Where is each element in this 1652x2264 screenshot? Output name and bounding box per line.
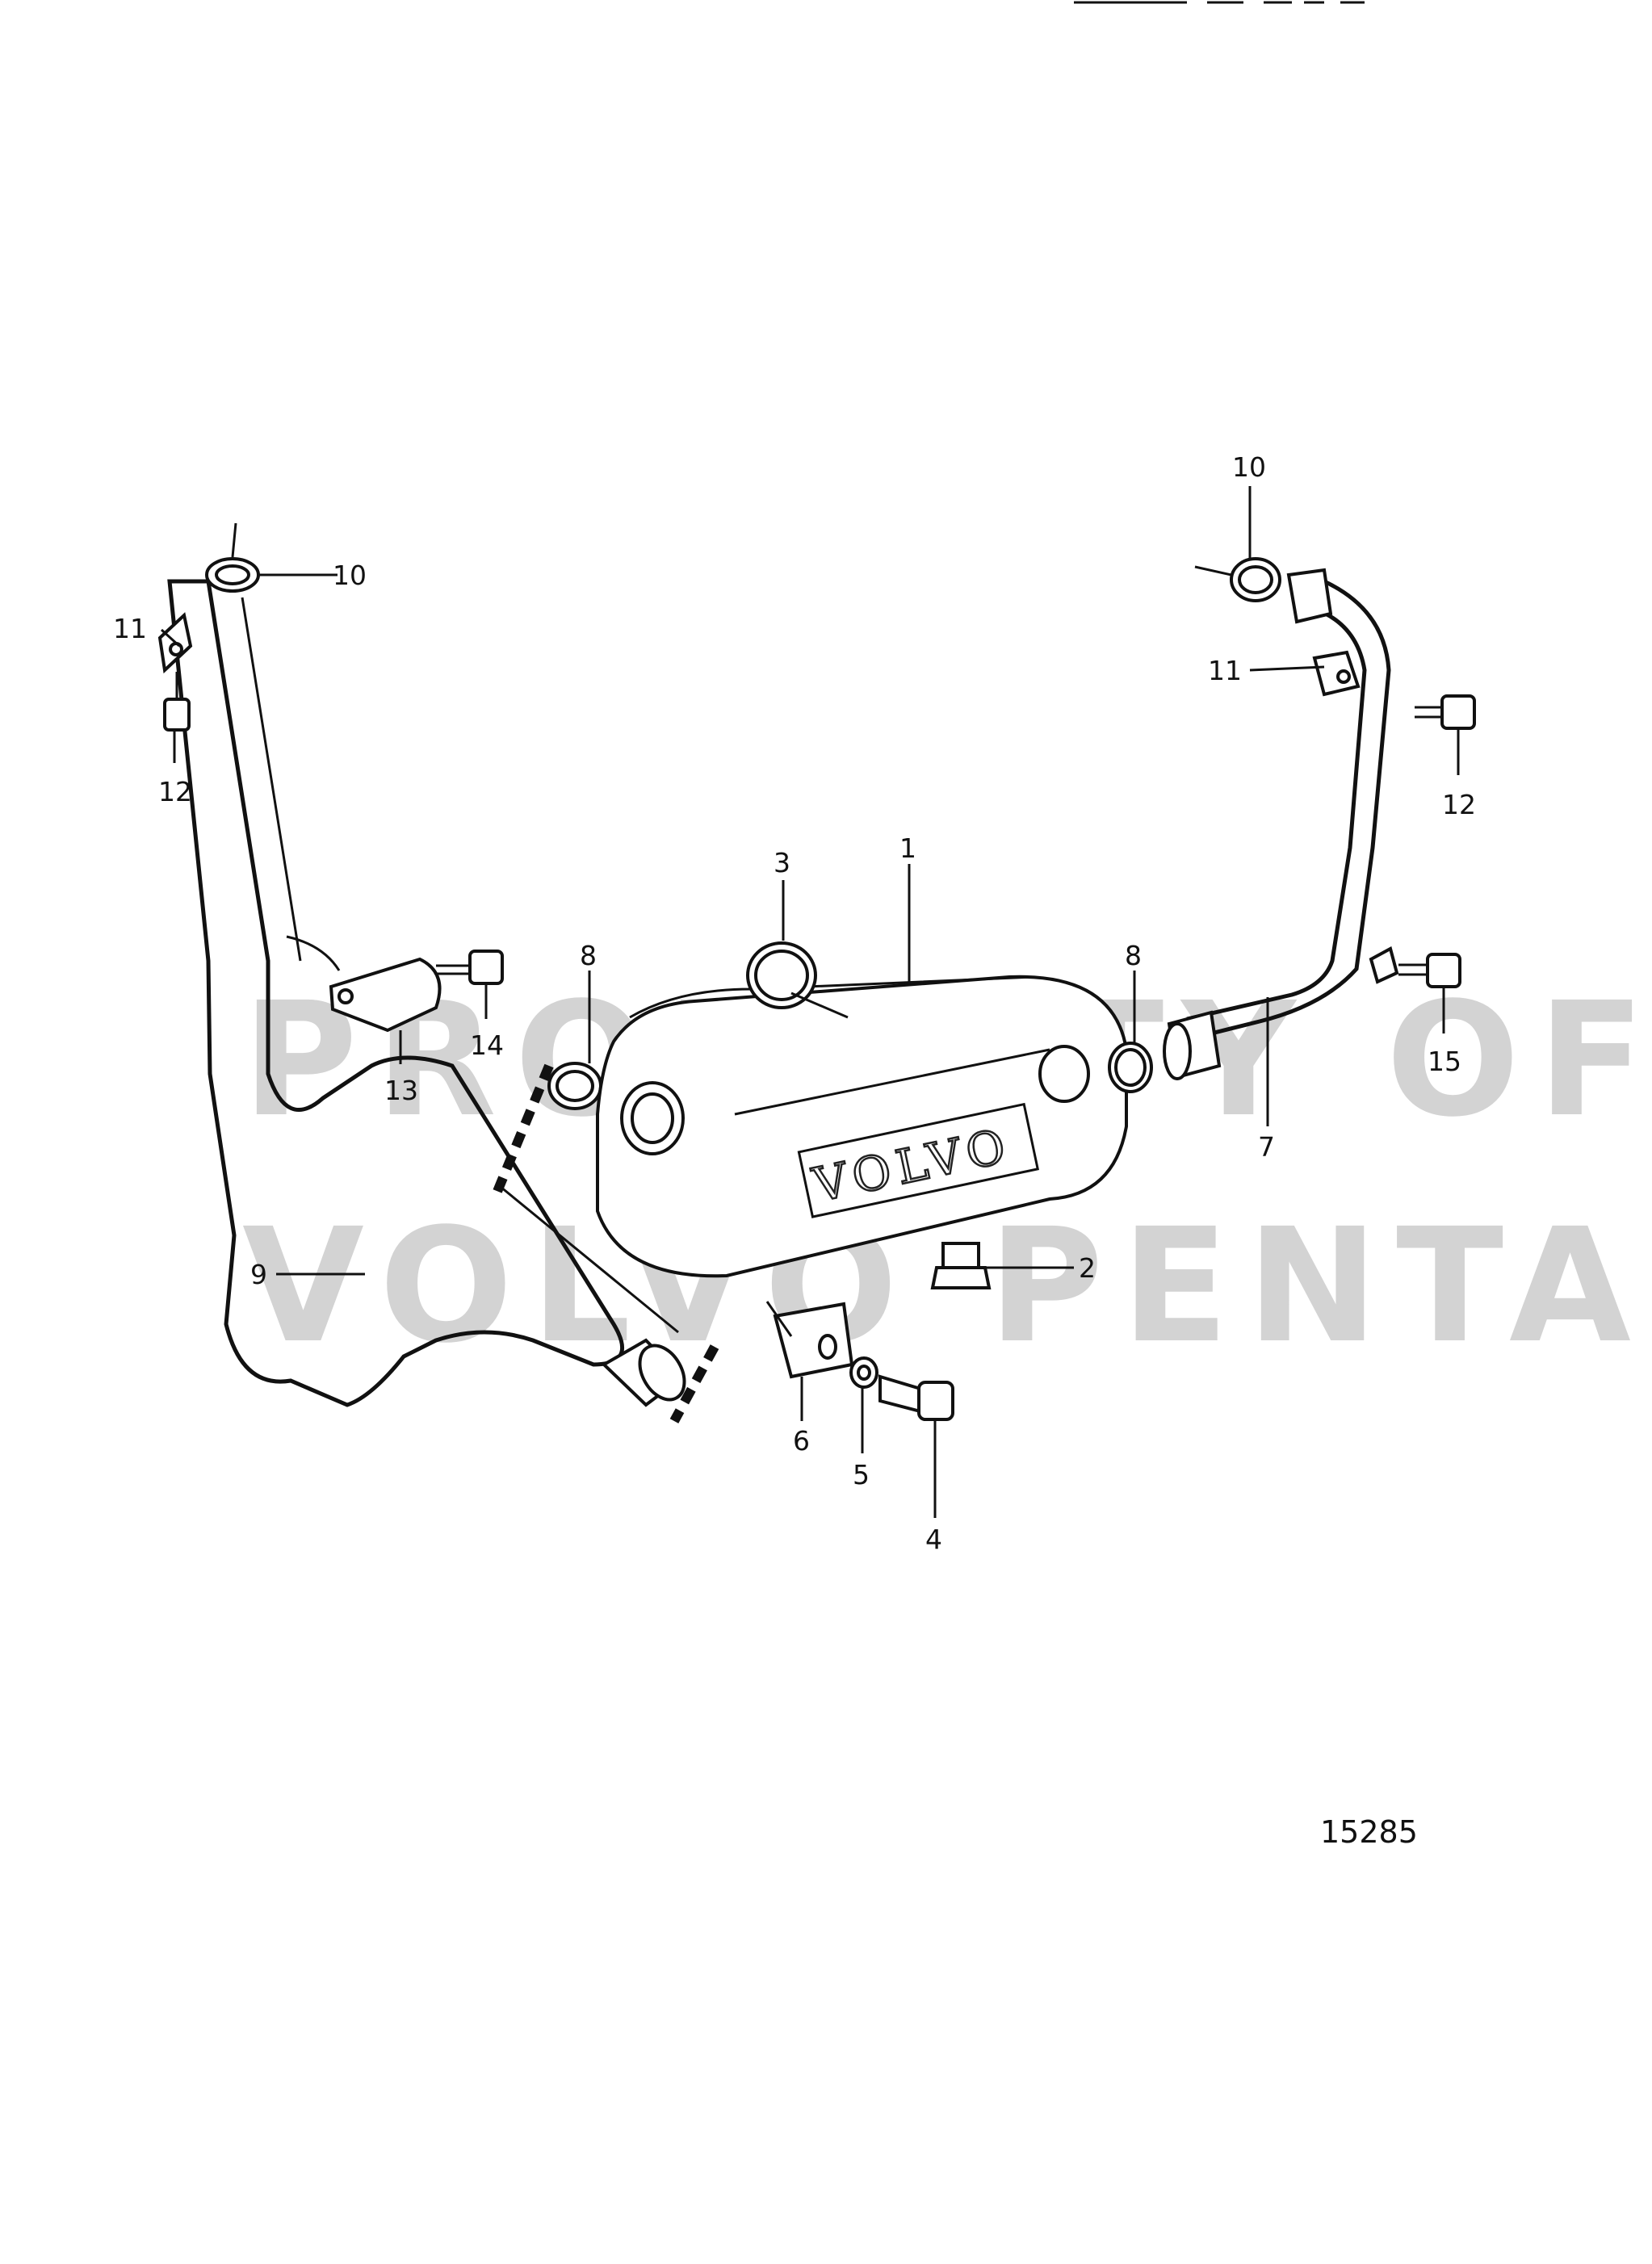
drain-plug [930,1242,992,1289]
callout-3: 3 [774,847,790,878]
drawing-number: 15285 [1320,1814,1418,1850]
callout-9: 9 [250,1259,267,1290]
clamp [286,935,442,1033]
pipe-left [167,579,624,1407]
pipe-left-end [601,1338,686,1407]
callout-13: 13 [384,1075,418,1106]
callout-8-right: 8 [1125,940,1142,971]
callout-10-right: 10 [1232,451,1266,483]
callout-12-right: 12 [1442,789,1476,820]
callout-11-left: 11 [113,613,147,644]
callout-15: 15 [1428,1046,1461,1077]
seal-right [1108,1042,1153,1093]
clip-right [1312,650,1361,697]
leader-lines [160,486,1460,1518]
seal-top-left [205,557,260,593]
callout-8-left: 8 [580,940,597,971]
assembly-guide [492,1063,719,1423]
callout-12-left: 12 [158,776,192,807]
screw-right [1415,694,1476,730]
bolt [878,1374,954,1421]
callout-10-left: 10 [333,560,367,591]
callout-7: 7 [1258,1131,1275,1163]
washer [849,1356,878,1389]
callouts: 1 2 3 4 5 6 7 8 8 9 10 10 11 11 12 12 13… [113,451,1476,1555]
o-ring-top [746,941,849,1019]
screw-left [163,672,191,732]
oil-cooler: VOLVO [596,975,1128,1278]
callout-14: 14 [470,1029,504,1061]
callout-5: 5 [853,1459,870,1490]
callout-2: 2 [1079,1252,1096,1284]
seal-top-right [1230,557,1281,602]
callout-1: 1 [899,832,916,864]
seal-left [547,1062,602,1110]
callout-6: 6 [793,1425,810,1457]
callout-4: 4 [925,1524,942,1555]
callout-11-right: 11 [1208,655,1242,686]
pipe-right [1163,568,1391,1080]
screw-pipe-right [1369,946,1461,988]
